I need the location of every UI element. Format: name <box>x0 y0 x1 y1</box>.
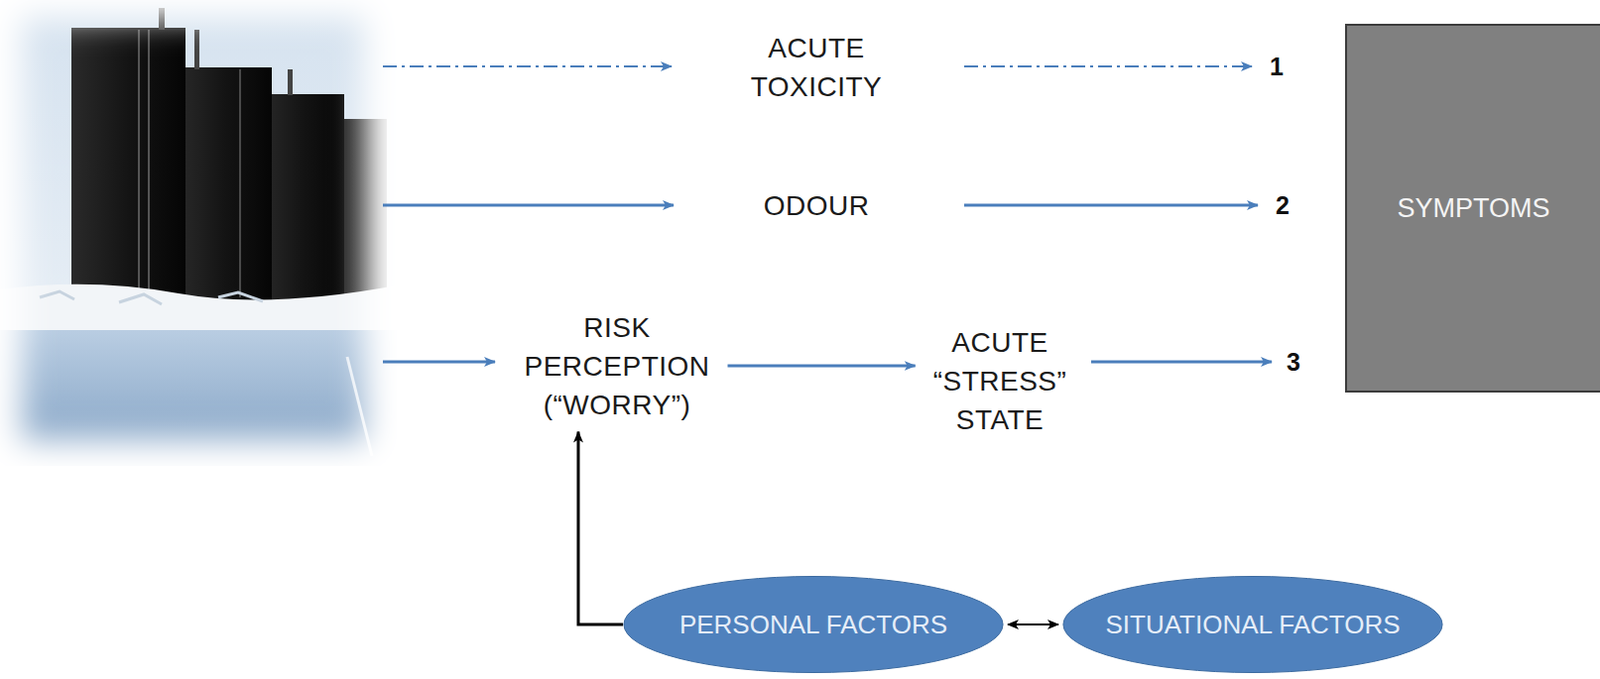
outcome-box: SYMPTOMS <box>1345 23 1600 393</box>
frozen-ground <box>0 330 397 467</box>
arrow <box>382 204 674 208</box>
node-text: RISK PERCEPTION (“WORRY”) <box>523 308 710 425</box>
tank-vent <box>287 69 293 96</box>
ellipse-shape <box>1063 577 1443 674</box>
connector-arrow <box>728 365 916 369</box>
node-text: SITUATIONAL FACTORS <box>1105 608 1400 642</box>
pathway-label: ACUTE TOXICITY <box>746 26 887 109</box>
connector-arrow <box>578 432 623 626</box>
dashed-arrow <box>382 65 672 68</box>
node-text: ACUTE TOXICITY <box>750 28 883 107</box>
node-text: ACUTE “STRESS” STATE <box>933 323 1068 440</box>
node-text: SYMPTOMS <box>1396 193 1550 225</box>
snow-texture <box>39 291 263 305</box>
node-text: PERSONAL FACTORS <box>679 608 948 642</box>
tank <box>176 67 272 303</box>
ellipse-shape <box>623 577 1003 674</box>
tank-vent <box>194 29 200 70</box>
arrow <box>1091 361 1272 365</box>
dashed-arrow <box>964 65 1252 68</box>
ladder <box>147 29 150 298</box>
tank <box>71 27 186 303</box>
snow <box>0 284 397 333</box>
tank <box>259 94 345 303</box>
callout-number: 1 <box>1269 52 1284 82</box>
pathway-label: RISK PERCEPTION (“WORRY”) <box>519 306 714 427</box>
ladder <box>239 69 242 298</box>
callout-number: 2 <box>1275 191 1290 221</box>
pathway-label: ODOUR <box>759 184 874 228</box>
node-text: ODOUR <box>763 186 870 226</box>
factor-ellipse: PERSONAL FACTORS <box>621 575 1005 675</box>
tank-vent <box>158 7 165 30</box>
arrow <box>964 204 1258 208</box>
pathway-label: ACUTE “STRESS” STATE <box>929 321 1072 442</box>
callout-number: 3 <box>1286 348 1301 377</box>
storage-tanks-photo <box>0 0 397 467</box>
factor-ellipse: SITUATIONAL FACTORS <box>1061 575 1445 675</box>
ladder <box>137 29 140 298</box>
fence-post <box>347 357 372 457</box>
arrow <box>382 361 495 365</box>
connector-arrow <box>1007 623 1059 626</box>
